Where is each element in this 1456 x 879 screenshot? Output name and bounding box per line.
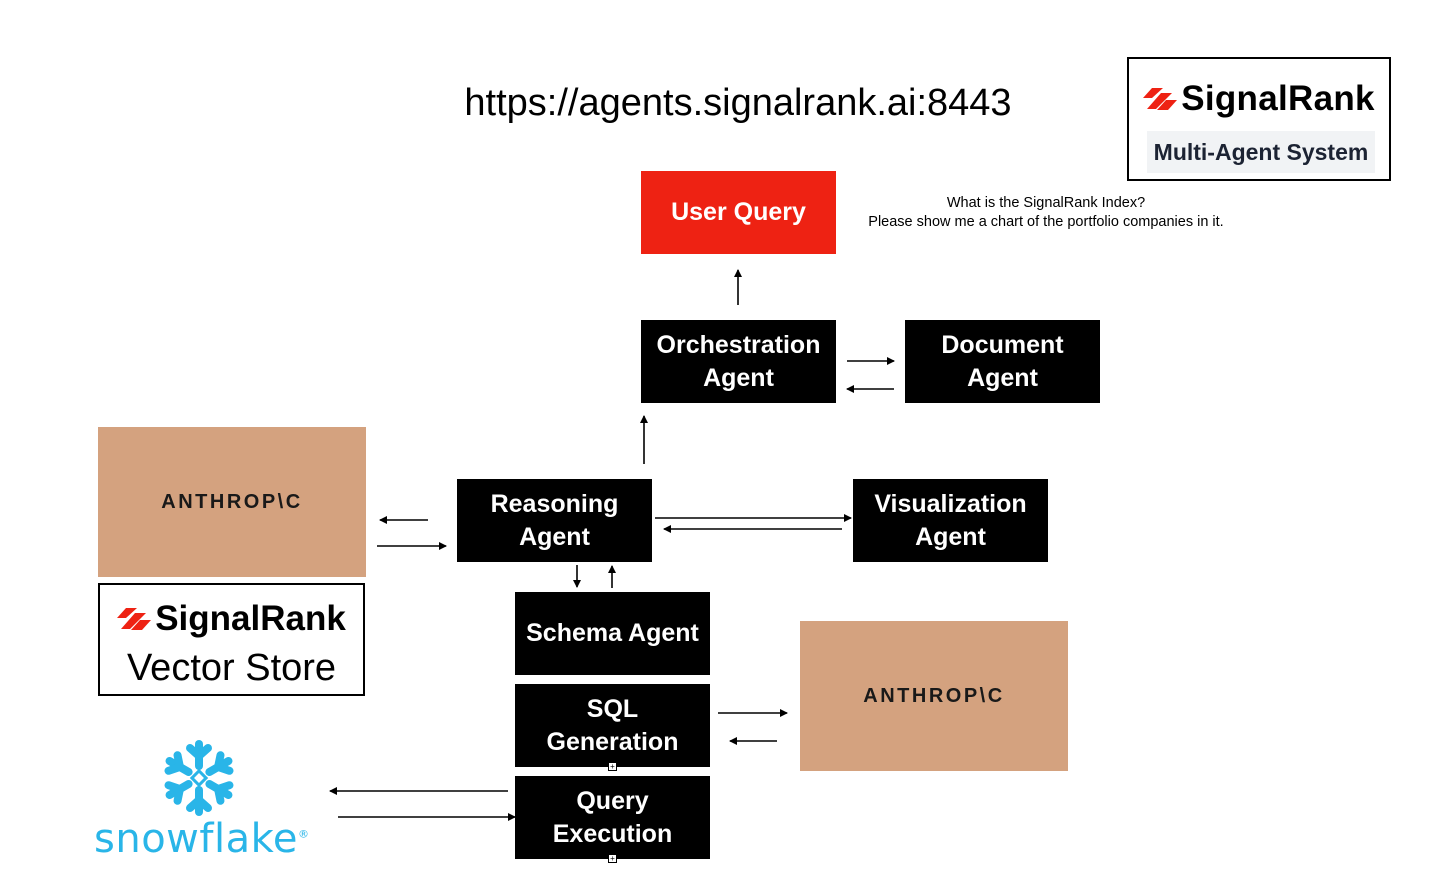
document-agent-node: Document Agent: [905, 320, 1100, 403]
sql-label-line-1: SQL: [586, 694, 639, 723]
vector-store-title: Vector Store: [126, 647, 337, 689]
connector-handle-icon: +: [608, 762, 617, 771]
snowflake-wordmark-text: snowflake: [94, 816, 298, 862]
orchestration-label-line-2: Agent: [703, 363, 774, 392]
query-exec-label-line-1: Query: [576, 786, 649, 815]
snowflake-wordmark: snowflake®: [94, 816, 309, 862]
user-query-node: User Query: [641, 171, 836, 254]
sql-generation-node: SQL Generation: [515, 684, 710, 767]
sql-label-line-2: Generation: [546, 727, 679, 756]
vector-store-logo: SignalRank: [100, 599, 363, 639]
anthropic-wordmark-top: ANTHROP\C: [161, 490, 303, 513]
example-query-text: What is the SignalRank Index? Please sho…: [846, 194, 1246, 232]
document-label-line-1: Document: [941, 330, 1064, 359]
query-execution-node: Query Execution: [515, 776, 710, 859]
visualization-agent-node: Visualization Agent: [853, 479, 1048, 562]
example-query-line-1: What is the SignalRank Index?: [946, 195, 1146, 211]
orchestration-label-line-1: Orchestration: [656, 330, 821, 359]
brand-subtitle: Multi-Agent System: [1147, 131, 1375, 173]
user-query-label: User Query: [671, 198, 806, 226]
visualization-label-line-2: Agent: [915, 522, 986, 551]
signalrank-mark-icon: [1143, 88, 1178, 110]
schema-label: Schema Agent: [526, 619, 699, 647]
reasoning-label-line-1: Reasoning: [490, 489, 619, 518]
schema-agent-node: Schema Agent: [515, 592, 710, 675]
orchestration-agent-node: Orchestration Agent: [641, 320, 836, 403]
vector-store-box: SignalRank Vector Store: [98, 583, 365, 696]
signalrank-mark-icon: [117, 608, 152, 630]
signalrank-logo: SignalRank: [1129, 79, 1389, 119]
example-query-line-2: Please show me a chart of the portfolio …: [868, 214, 1224, 230]
reasoning-agent-node: Reasoning Agent: [457, 479, 652, 562]
visualization-label-line-1: Visualization: [874, 489, 1027, 518]
reasoning-label-line-2: Agent: [519, 522, 590, 551]
snowflake-reg-mark: ®: [297, 827, 310, 841]
anthropic-wordmark-bottom: ANTHROP\C: [863, 684, 1005, 707]
connector-handle-icon: +: [608, 854, 617, 863]
anthropic-node-top: ANTHROP\C: [98, 427, 366, 577]
vector-store-brand: SignalRank: [155, 599, 346, 638]
system-url: https://agents.signalrank.ai:8443: [464, 82, 1012, 124]
snowflake-icon: [158, 740, 240, 819]
signalrank-brand-box: SignalRank Multi-Agent System: [1127, 57, 1391, 181]
query-exec-label-line-2: Execution: [552, 819, 673, 848]
anthropic-node-bottom: ANTHROP\C: [800, 621, 1068, 771]
signalrank-logo-text: SignalRank: [1181, 79, 1375, 118]
document-label-line-2: Agent: [967, 363, 1038, 392]
